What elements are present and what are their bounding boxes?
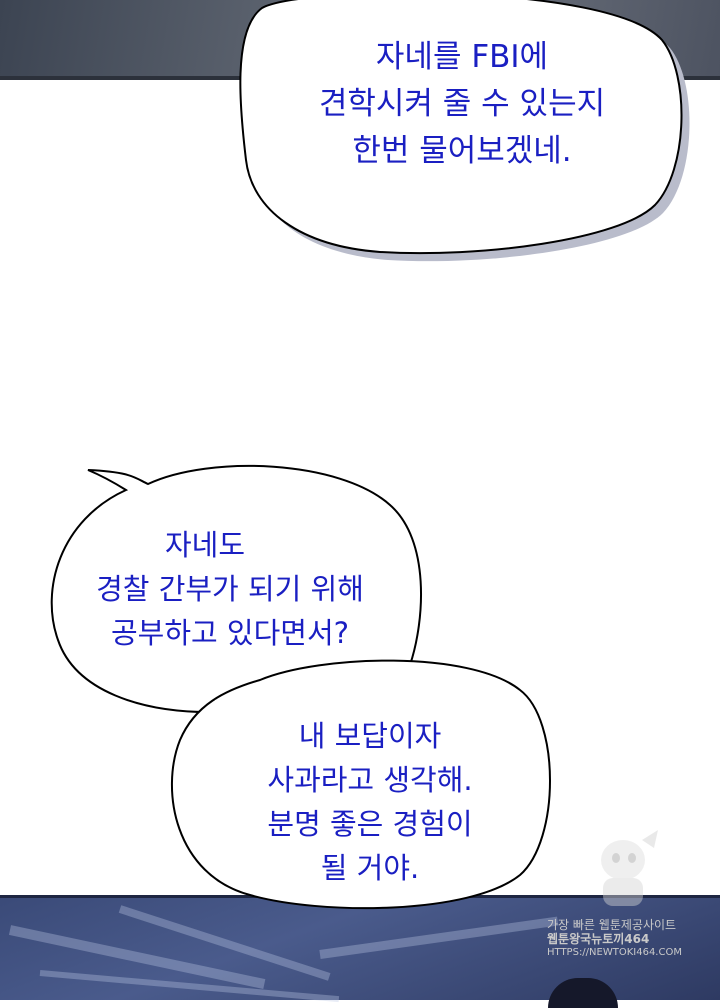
bubble-1-line-2: 견학시켜 줄 수 있는지 (318, 86, 606, 122)
bubble-1-text: 자네를 FBI에 견학시켜 줄 수 있는지 한번 물어보겠네. (252, 34, 672, 175)
watermark-line-2: 웹툰왕국뉴토끼464 (547, 932, 650, 946)
bubble-2-line-2: 경찰 간부가 되기 위해 (96, 572, 364, 606)
bubble-2-text: 자네도 경찰 간부가 되기 위해 공부하고 있다면서? (60, 523, 400, 655)
bubble-2-line-1: 자네도 (164, 528, 246, 562)
speech-bubble-2 (50, 464, 423, 714)
bubble-1-line-1: 자네를 FBI에 (375, 39, 549, 75)
bubble-3-line-1: 내 보답이자 (298, 719, 442, 753)
bubble-3-text: 내 보답이자 사과라고 생각해. 분명 좋은 경험이 될 거야. (200, 714, 540, 890)
bubble-3-line-4: 될 거야. (320, 851, 420, 885)
watermark-mascot-icon (601, 830, 658, 906)
watermark-line-3: HTTPS://NEWTOKI464.COM (547, 947, 682, 958)
bubble-2-line-3: 공부하고 있다면서? (110, 616, 350, 650)
watermark-line-1: 가장 빠른 웹툰제공사이트 (547, 918, 677, 932)
bubble-3-line-3: 분명 좋은 경험이 (267, 807, 473, 841)
bubble-1-line-3: 한번 물어보겠네. (352, 133, 572, 169)
speech-bubble-3 (170, 659, 551, 910)
watermark-text: 가장 빠른 웹툰제공사이트 웹툰왕국뉴토끼464 HTTPS://NEWTOKI… (547, 918, 682, 960)
speech-bubble-1 (239, 0, 683, 255)
bubble-3-line-2: 사과라고 생각해. (267, 763, 473, 797)
